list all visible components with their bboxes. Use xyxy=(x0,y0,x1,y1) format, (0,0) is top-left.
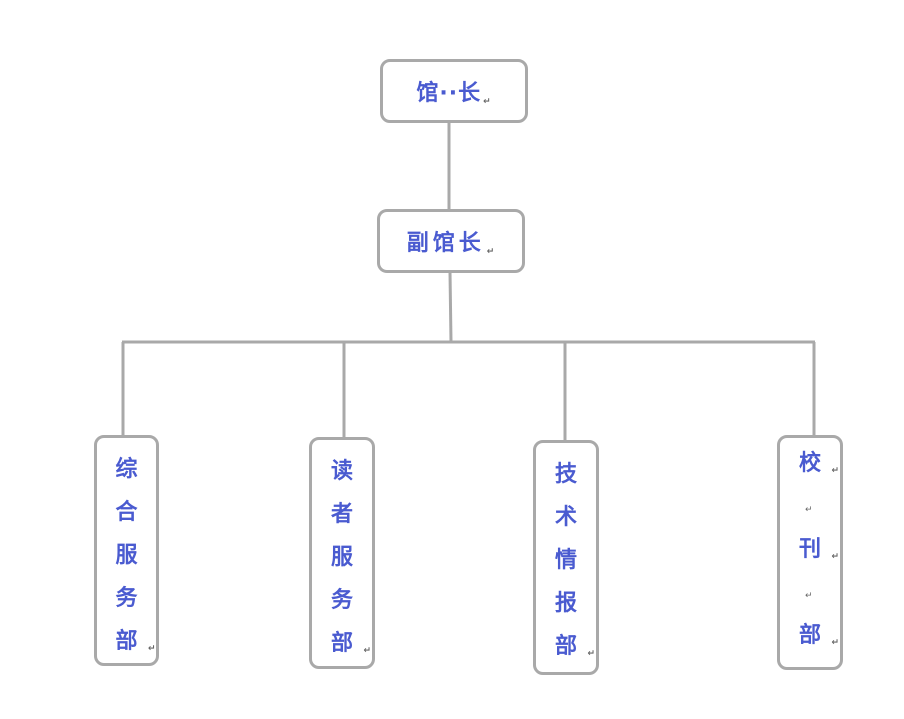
dept-char: 刊 xyxy=(798,537,821,562)
dept-box-reader-services: 读 者 服 务 部 ↵ xyxy=(309,437,375,669)
dept-char: 者 xyxy=(330,502,353,527)
dept-char: 务 xyxy=(115,586,138,611)
dept-char: 技 xyxy=(554,462,577,487)
dept-char: 部 xyxy=(330,631,353,656)
paragraph-mark: ↵ xyxy=(831,638,839,648)
paragraph-mark: ↵ xyxy=(147,644,156,654)
dept-box-general-services: 综 合 服 务 部 ↵ xyxy=(94,435,159,666)
paragraph-mark: ↵ xyxy=(831,552,839,562)
dept-char: 术 xyxy=(554,505,577,530)
deputy-director-box: 副馆长↵ xyxy=(377,209,525,273)
paragraph-mark: ↵ xyxy=(363,646,371,656)
paragraph-mark: ↵ xyxy=(483,97,492,107)
dept-char: 务 xyxy=(330,588,353,613)
dept-char: 合 xyxy=(115,500,138,525)
director-label: 馆··长 xyxy=(416,81,482,106)
connector-deputy-bus xyxy=(448,271,453,343)
paragraph-mark: ↵ xyxy=(805,591,813,601)
director-box: 馆··长↵ xyxy=(380,59,528,123)
dept-char: 报 xyxy=(554,591,577,616)
paragraph-mark: ↵ xyxy=(805,505,813,515)
dept-char: 服 xyxy=(330,545,353,570)
deputy-director-label: 副馆长 xyxy=(406,231,485,256)
dept-box-technical-information: 技 术 情 报 部 ↵ xyxy=(533,440,599,675)
dept-char: 部 xyxy=(115,629,138,654)
dept-char: 读 xyxy=(330,459,353,484)
dept-char: 情 xyxy=(554,548,577,573)
paragraph-mark: ↵ xyxy=(486,247,496,257)
dept-char: 校 xyxy=(798,451,821,476)
dept-char: 部 xyxy=(798,623,821,648)
paragraph-mark: ↵ xyxy=(831,466,839,476)
dept-box-school-journal: 校 ↵ ↵ 刊 ↵ ↵ 部 ↵ xyxy=(777,435,843,670)
paragraph-mark: ↵ xyxy=(587,649,595,659)
dept-char: 服 xyxy=(115,543,138,568)
dept-char: 部 xyxy=(554,634,577,659)
dept-char: 综 xyxy=(115,457,138,482)
